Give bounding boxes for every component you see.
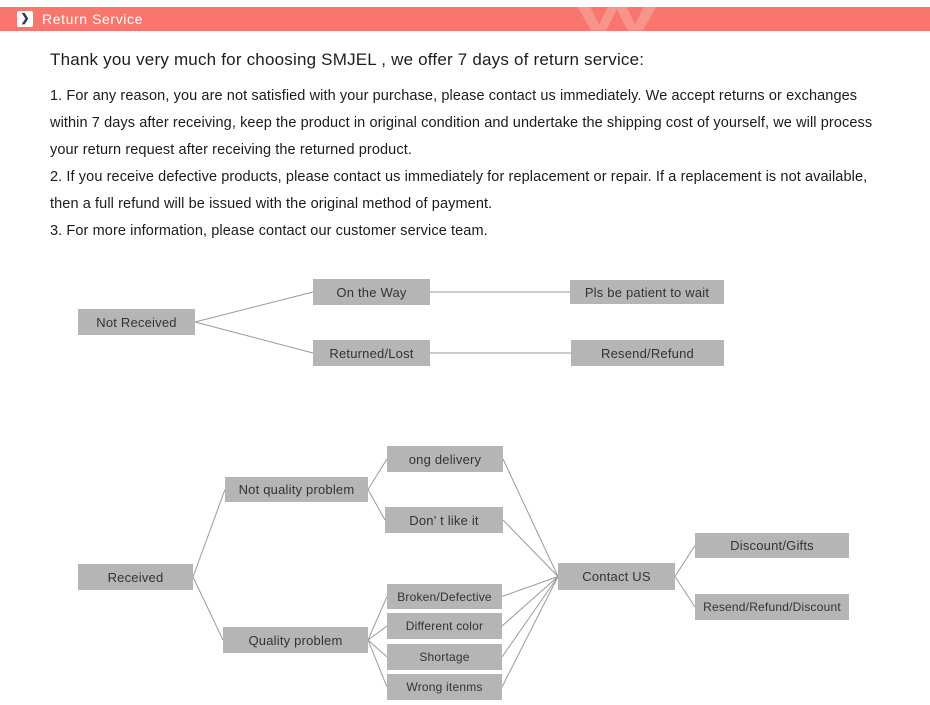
policy-paragraph: 2. If you receive defective products, pl… — [50, 169, 868, 212]
flow-edge-not-received-to-returned-lost — [194, 321, 314, 354]
flow-edge-dont-like-to-contact-us — [502, 519, 559, 577]
flow-node-on-the-way: On the Way — [313, 279, 430, 305]
flow-edge-not-quality-to-dont-like — [367, 489, 386, 521]
flow-node-received: Received — [78, 564, 193, 590]
flow-node-wrong-items: Wrong itenms — [387, 674, 502, 700]
flow-edge-not-received-to-on-the-way — [194, 291, 314, 323]
section-title: Return Service — [42, 11, 143, 27]
flow-node-dont-like: Don’ t like it — [385, 507, 503, 533]
flow-node-diff-color: Different color — [387, 613, 502, 639]
flow-edge-received-to-quality — [192, 576, 224, 641]
flow-node-discount-gifts: Discount/Gifts — [695, 533, 849, 558]
chevron-glyph: ❯ — [20, 12, 30, 24]
flow-node-pls-wait: Pls be patient to wait — [570, 280, 724, 304]
flow-node-resend-refund-discount: Resend/Refund/Discount — [695, 594, 849, 620]
flow-edge-broken-to-contact-us — [501, 576, 559, 597]
flow-edge-contact-us-to-resend-refund-discount — [674, 576, 696, 608]
flow-edge-quality-to-broken — [367, 596, 388, 641]
flow-edge-quality-to-wrong-items — [367, 639, 388, 688]
flow-node-shortage: Shortage — [387, 644, 502, 670]
flow-edge-not-quality-to-long-delivery — [367, 458, 388, 490]
chevron-right-icon: ❯ — [17, 11, 33, 27]
flow-node-not-quality: Not quality problem — [225, 477, 368, 502]
policy-paragraphs: 1. For any reason, you are not satisfied… — [50, 83, 890, 245]
section-header-bar: ❯ Return Service W — [0, 7, 930, 31]
flow-edge-long-delivery-to-contact-us — [502, 458, 559, 577]
flow-edge-wrong-items-to-contact-us — [501, 576, 559, 688]
flow-edge-diff-color-to-contact-us — [501, 576, 559, 627]
flow-node-resend-refund: Resend/Refund — [571, 340, 724, 366]
flow-node-long-delivery: ong delivery — [387, 446, 503, 472]
flow-node-returned-lost: Returned/Lost — [313, 340, 430, 366]
flow-edge-quality-to-diff-color — [367, 625, 388, 641]
policy-content: Thank you very much for choosing SMJEL ,… — [50, 50, 890, 245]
flow-node-contact-us: Contact US — [558, 563, 675, 590]
policy-paragraph: 3. For more information, please contact … — [50, 223, 488, 239]
flow-node-not-received: Not Received — [78, 309, 195, 335]
flow-node-broken: Broken/Defective — [387, 584, 502, 609]
policy-paragraph: 1. For any reason, you are not satisfied… — [50, 88, 873, 158]
flow-node-quality: Quality problem — [223, 627, 368, 653]
flow-edge-received-to-not-quality — [192, 489, 226, 578]
flow-edge-contact-us-to-discount-gifts — [674, 545, 696, 577]
flow-edge-quality-to-shortage — [367, 639, 388, 658]
flow-edge-shortage-to-contact-us — [501, 576, 559, 658]
intro-heading: Thank you very much for choosing SMJEL ,… — [50, 50, 645, 69]
